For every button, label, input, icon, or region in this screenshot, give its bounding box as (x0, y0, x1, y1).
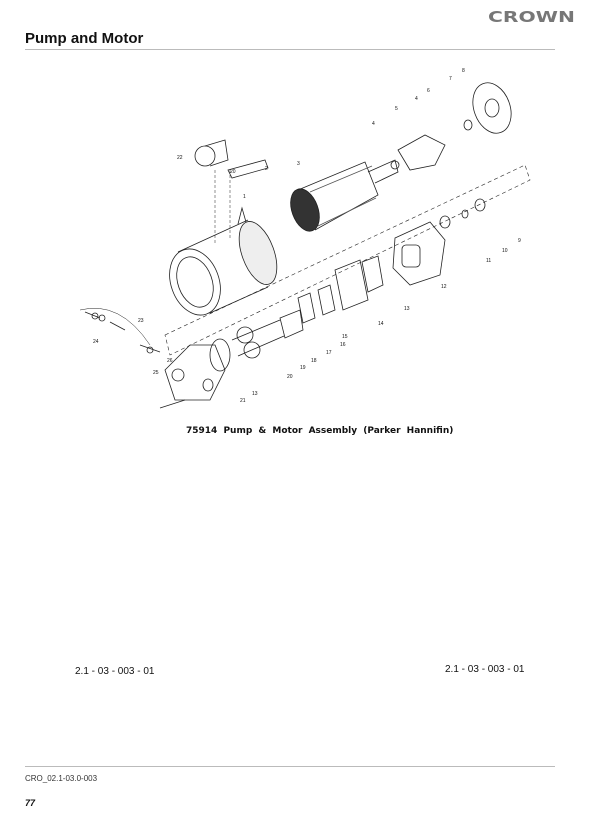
part-callout: 22 (177, 155, 183, 161)
part-callout: 24 (93, 339, 99, 345)
part-callout: 23 (138, 318, 144, 324)
part-callout: 19 (300, 365, 306, 371)
part-callout: 20 (287, 374, 293, 380)
part-callout: 3 (297, 161, 300, 167)
part-callout: 26 (167, 358, 173, 364)
part-callout: 10 (502, 248, 508, 254)
part-callout: 17 (326, 350, 332, 356)
part-callout: 1 (243, 194, 246, 200)
page-title: Pump and Motor (25, 30, 144, 47)
part-callout: 9 (518, 238, 521, 244)
part-callout: 6 (427, 88, 430, 94)
part-callout: 2 (265, 166, 268, 172)
part-callout: 14 (378, 321, 384, 327)
part-callout: 5 (395, 106, 398, 112)
reference-number-right: 2.1 - 03 - 003 - 01 (445, 664, 525, 675)
footer-divider (25, 766, 555, 767)
part-callout: 4 (415, 96, 418, 102)
figure-caption: 75914 Pump & Motor Assembly (Parker Hann… (186, 426, 454, 436)
page-number: 77 (25, 798, 36, 808)
part-callout: 20 (230, 169, 236, 175)
armature (290, 159, 399, 232)
pump-motor-exploded-diagram: 1234546789101112131415161718192021132220… (79, 68, 531, 409)
part-callout: 12 (441, 284, 447, 290)
reference-number-left: 2.1 - 03 - 003 - 01 (75, 666, 155, 677)
part-callout: 21 (240, 398, 246, 404)
part-callout: 11 (486, 258, 491, 264)
part-callout: 4 (372, 121, 375, 127)
part-callout: 15 (342, 334, 348, 340)
motor-housing (169, 206, 278, 316)
part-callout: 7 (449, 76, 452, 82)
header-divider (25, 49, 555, 50)
part-callout: 25 (153, 370, 159, 376)
part-callout: 13 (404, 306, 410, 312)
part-callout: 18 (311, 358, 317, 364)
part-callout: 13 (252, 391, 258, 397)
part-callout: 16 (340, 342, 346, 348)
part-callout: 8 (462, 68, 465, 74)
document-id: CRO_02.1-03.0-003 (25, 774, 98, 783)
crown-logo: CROWN (488, 8, 575, 26)
